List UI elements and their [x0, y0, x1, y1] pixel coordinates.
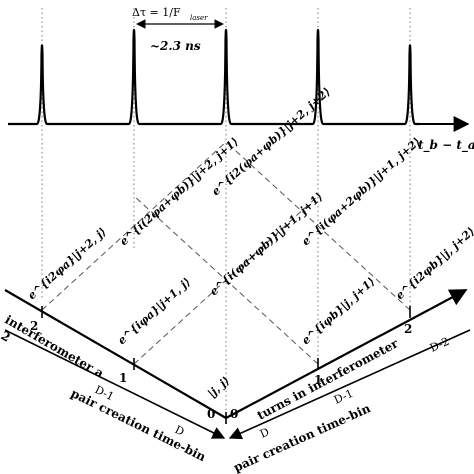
right-axis: [225, 289, 468, 419]
grid-line-b2: [225, 141, 411, 311]
left-tick-2: 2: [30, 319, 38, 333]
left-axis-edge-tick: 2: [0, 328, 13, 344]
left-lower-axis: [4, 329, 226, 439]
left-axis: [4, 289, 227, 419]
state-grid: [41, 141, 411, 365]
period-label: ~2.3 ns: [150, 39, 201, 53]
left-axis-title: interferometer a: [2, 312, 106, 380]
right-d2-label: D-2: [428, 335, 451, 355]
state-j-j2: e^{i2φb}|j, j+2⟩: [393, 225, 474, 302]
left-lower-title: pair creation time-bin: [69, 386, 209, 464]
grid-line-b1: [133, 195, 319, 365]
time-axis-label: t_b − t_a: [418, 138, 474, 153]
delta-tau-subscript: laser: [190, 14, 208, 22]
right-lower-title: pair creation time-bin: [231, 401, 372, 474]
peak-trace: [8, 28, 420, 126]
delta-tau-label: Δτ = 1/F: [132, 6, 181, 19]
right-tick-0: 0: [230, 407, 238, 421]
right-tick-2: 2: [404, 322, 412, 336]
right-tick-1: 1: [314, 373, 322, 387]
axis-ticks: [41, 306, 411, 424]
left-tick-0: 0: [207, 407, 215, 421]
state-j1-j: e^{iφa}|j+1, j⟩: [115, 275, 193, 347]
state-j2-j: e^{i2φa}|j+2, j⟩: [25, 225, 109, 302]
grid-line-a2: [41, 141, 227, 311]
right-d-label: D: [258, 425, 272, 441]
left-tick-1: 1: [119, 371, 127, 385]
state-j-j1: e^{iφb}|j, j+1⟩: [299, 275, 377, 347]
state-jj: |j, j⟩: [205, 374, 232, 400]
right-axis-title: turns in interferometer: [255, 336, 401, 423]
right-lower-axis: [228, 329, 471, 440]
